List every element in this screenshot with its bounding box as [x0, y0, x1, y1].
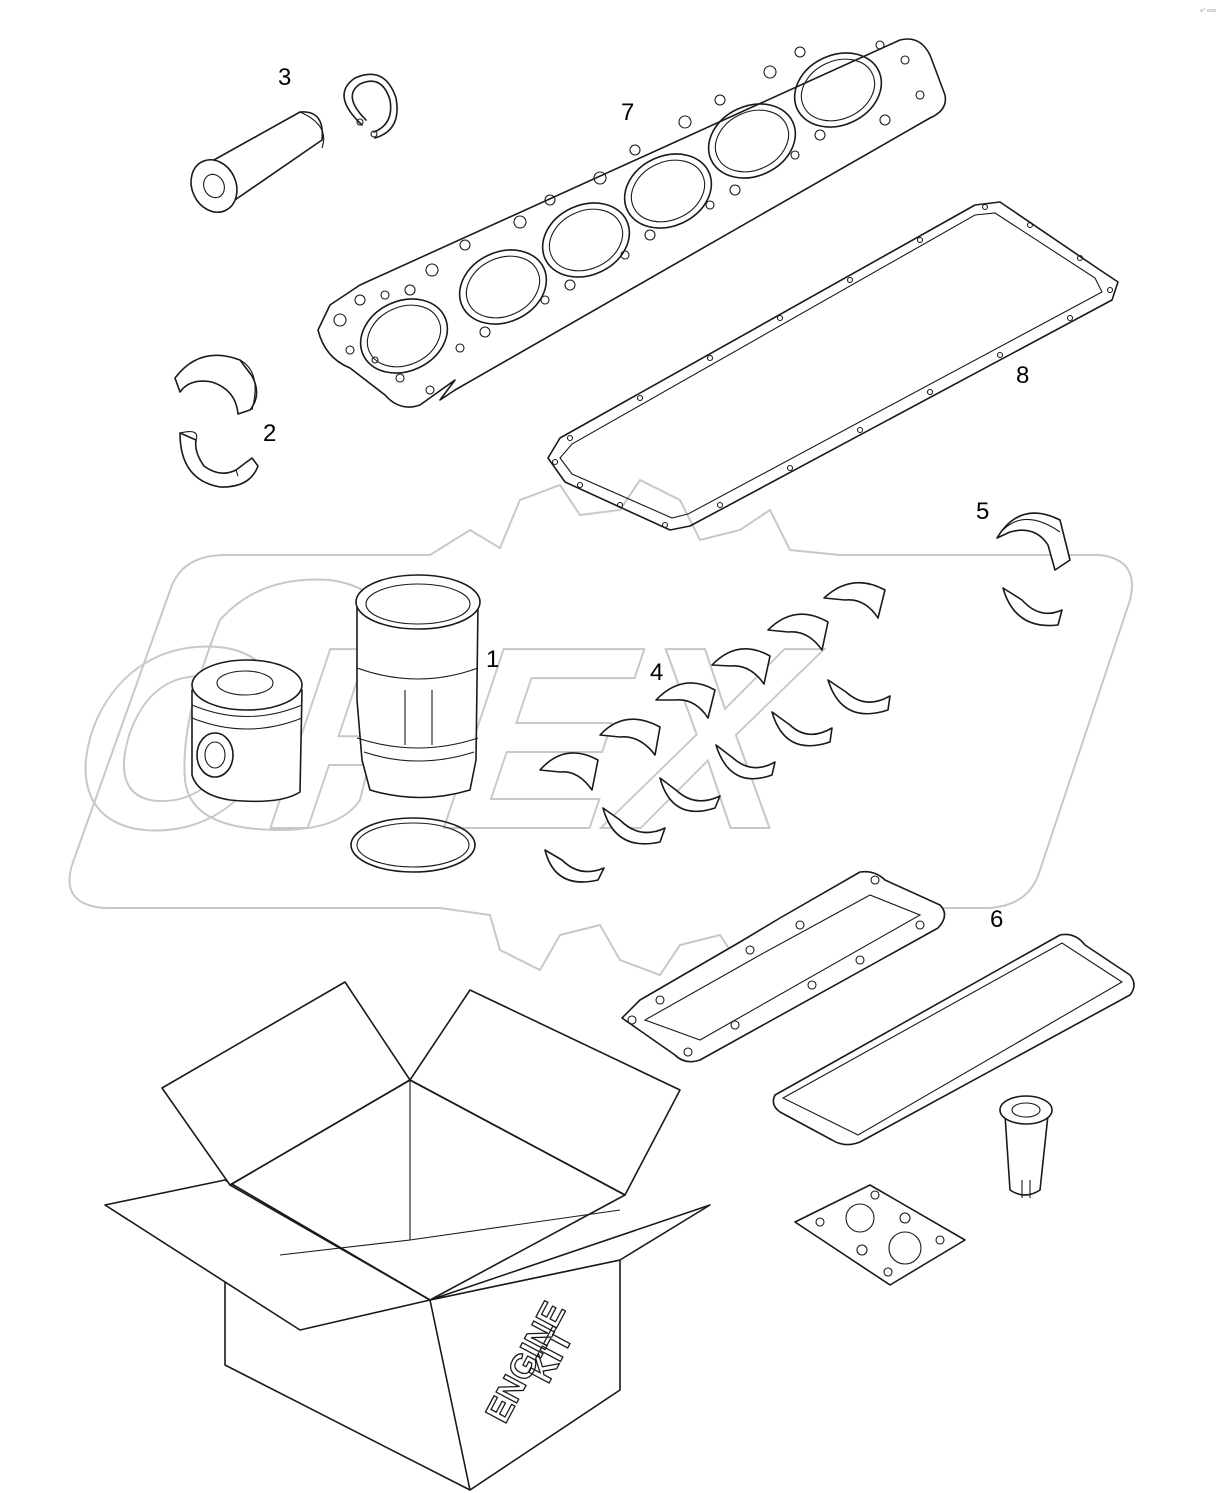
piston-pin [190, 111, 325, 213]
callout-7: 7 [621, 99, 634, 126]
engine-kit-box: ENGINE KIT [104, 981, 711, 1491]
cover-gasket [621, 870, 946, 1063]
main-bearing-lower [602, 807, 666, 845]
main-bearing-lower [827, 679, 891, 715]
watermark-inner-ring [183, 578, 397, 832]
injector-sleeve [999, 1095, 1053, 1198]
thrust-bearing-lower [1002, 587, 1063, 627]
main-bearing-upper [767, 613, 829, 651]
thrust-bearing-upper [996, 512, 1071, 571]
main-bearing-lower [659, 777, 721, 813]
circlip [343, 73, 398, 139]
main-bearing-lower [544, 849, 605, 883]
cylinder-head-gasket [317, 38, 947, 408]
callout-5: 5 [976, 498, 989, 525]
main-bearing-upper [539, 752, 599, 791]
main-bearing-upper [655, 682, 716, 719]
callout-6: 6 [990, 906, 1003, 933]
main-bearing-lower [771, 711, 833, 747]
callout-3: 3 [278, 64, 291, 91]
main-bearing-upper [823, 581, 886, 619]
oil-pan-gasket-holes [551, 203, 1114, 529]
callout-1: 1 [486, 646, 499, 673]
cylinder-bores [359, 52, 883, 374]
corner-mark: a° ooo [1200, 8, 1216, 14]
callout-2: 2 [263, 420, 276, 447]
main-bearing-lower [715, 744, 776, 780]
cylinder-liner [355, 574, 481, 799]
callout-8: 8 [1016, 362, 1029, 389]
conrod-bearing-upper [174, 354, 258, 415]
liner-seal-ring [350, 817, 476, 873]
conrod-bearing-lower [179, 431, 259, 488]
flange-gasket [794, 1184, 966, 1286]
main-bearing-shells [539, 581, 891, 883]
piston [191, 659, 303, 803]
gasket-bolt-holes [333, 40, 925, 395]
main-bearing-upper [711, 648, 771, 685]
oil-pan-gasket [547, 201, 1119, 531]
callout-4: 4 [650, 659, 663, 686]
main-bearing-upper [599, 718, 661, 756]
rocker-cover-gasket [772, 933, 1135, 1146]
